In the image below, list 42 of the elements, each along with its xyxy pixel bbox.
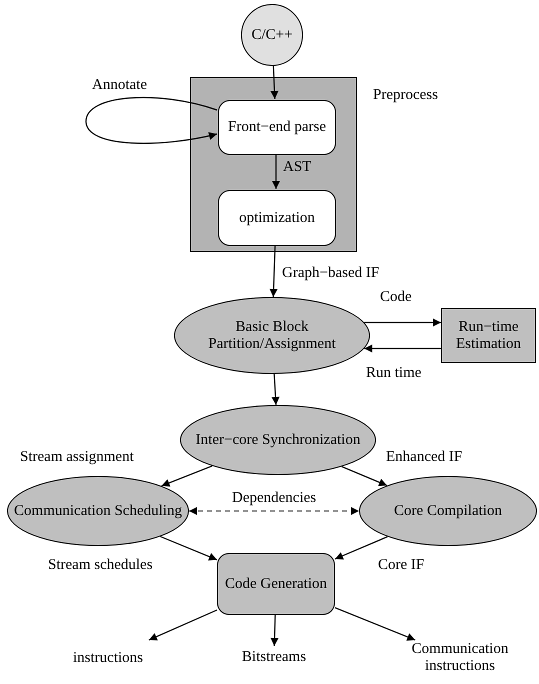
arrow [270,614,279,646]
edge-label: AST [283,159,312,176]
edge-label: Enhanced IF [386,449,462,466]
process-box [441,308,536,363]
arrow [189,507,359,515]
edge-label: Graph−based IF [282,265,380,282]
edge-label: Run time [366,365,422,382]
node-text: Inter−core Synchronization [196,432,360,448]
edge-label: Annotate [92,77,147,94]
arrow [272,154,280,189]
node-text: Code Generation [224,576,328,592]
output-label: Communication instructions [390,640,530,676]
arrow [341,466,388,486]
process-box [218,190,336,246]
node-text: optimization [239,210,315,226]
node-text: Communication Scheduling [14,502,182,520]
stage-label: Preprocess [373,86,438,105]
arrow [272,374,280,406]
arrow [364,318,441,326]
edge-label: Code [380,289,412,306]
node-text: Front−end parse [228,119,326,136]
arrow [364,344,441,352]
arrow [148,609,218,641]
process-box [217,553,335,615]
output-label: instructions [63,640,153,676]
loop-arrow [85,96,218,144]
arrow [161,465,212,487]
node-text: Core Compilation [394,502,502,520]
node-text: Run−time Estimation [455,318,522,352]
output-label: Bitstreams [226,646,322,668]
node-text: C/C++ [251,26,293,44]
arrow [334,607,416,641]
node-text: Basic Block Partition/Assignment [207,318,337,352]
edge-label: Stream assignment [20,449,134,466]
arrow [270,244,278,298]
arrow [270,66,278,100]
process-box [218,100,336,155]
arrow [160,536,218,560]
edge-label: Core IF [378,557,424,574]
edge-label: Stream schedules [48,557,153,574]
edge-label: Dependencies [232,490,316,507]
arrow [334,536,388,560]
